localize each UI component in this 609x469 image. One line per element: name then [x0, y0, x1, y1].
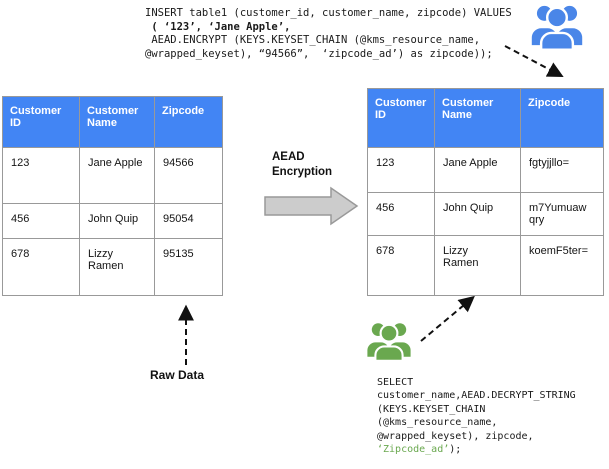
cell-zipcode: 95135: [154, 238, 223, 296]
col-header-customer-name: Customer Name: [79, 96, 155, 148]
insert-sql-line: AEAD.ENCRYPT (KEYS.KEYSET_CHAIN (@kms_re…: [145, 34, 481, 46]
aead-encryption-label: AEAD Encryption: [272, 151, 333, 178]
cell-zipcode-encrypted: fgtyjjllo=: [520, 147, 604, 193]
cell-customer-name: John Quip: [434, 192, 521, 236]
encrypted-data-table: Customer ID Customer Name Zipcode 123 Ja…: [367, 88, 604, 296]
cell-customer-name: Lizzy Ramen: [434, 235, 521, 296]
col-header-zipcode: Zipcode: [520, 88, 604, 148]
insert-flow-arrow: [504, 45, 564, 77]
select-sql-line: ‘Zipcode_ad’);: [377, 443, 576, 456]
cell-customer-name: Jane Apple: [79, 147, 155, 204]
raw-data-label: Raw Data: [150, 368, 205, 382]
select-sql-line: (@kms_resource_name,: [377, 417, 498, 429]
cell-customer-id: 678: [367, 235, 435, 296]
insert-sql-line: ( ‘123’, ‘Jane Apple’,: [145, 20, 291, 33]
col-header-customer-id: Customer ID: [367, 88, 435, 148]
cell-customer-id: 678: [2, 238, 80, 296]
table-row: 123 Jane Apple 94566: [2, 147, 223, 204]
table-row: 123 Jane Apple fgtyjjllo=: [367, 147, 604, 193]
cell-customer-name: John Quip: [79, 203, 155, 239]
table-header-row: Customer ID Customer Name Zipcode: [2, 96, 223, 148]
cell-zipcode-encrypted: m7Yumuaw qry: [520, 192, 604, 236]
select-sql-line: SELECT: [377, 377, 414, 388]
encryption-flow-arrow: [264, 186, 359, 226]
cell-customer-name: Lizzy Ramen: [79, 238, 155, 296]
col-header-customer-id: Customer ID: [2, 96, 80, 148]
select-sql-code: SELECT customer_name,AEAD.DECRYPT_STRING…: [377, 376, 576, 456]
cell-customer-id: 123: [2, 147, 80, 204]
select-flow-arrow: [420, 295, 475, 342]
table-row: 456 John Quip 95054: [2, 203, 223, 239]
table-row: 678 Lizzy Ramen koemF5ter=: [367, 235, 604, 296]
insert-sql-code: INSERT table1 (customer_id, customer_nam…: [145, 7, 512, 61]
cell-customer-name: Jane Apple: [434, 147, 521, 193]
raw-data-table: Customer ID Customer Name Zipcode 123 Ja…: [2, 96, 223, 296]
table-header-row: Customer ID Customer Name Zipcode: [367, 88, 604, 148]
cell-customer-id: 123: [367, 147, 435, 193]
table-row: 456 John Quip m7Yumuaw qry: [367, 192, 604, 236]
cell-customer-id: 456: [2, 203, 80, 239]
cell-zipcode: 95054: [154, 203, 223, 239]
select-sql-line: (KEYS.KEYSET_CHAIN: [377, 403, 486, 415]
select-sql-tail: );: [449, 444, 462, 456]
zipcode-ad-literal: ‘Zipcode_ad’: [377, 444, 450, 456]
insert-sql-line: @wrapped_keyset), “94566”, ‘zipcode_ad’)…: [145, 47, 493, 60]
insert-sql-line: INSERT table1 (customer_id, customer_nam…: [145, 7, 512, 19]
select-sql-line: @wrapped_keyset), zipcode,: [377, 430, 534, 442]
table-row: 678 Lizzy Ramen 95135: [2, 238, 223, 296]
select-sql-line: customer_name,AEAD.DECRYPT_STRING: [377, 390, 576, 402]
col-header-zipcode: Zipcode: [154, 96, 223, 148]
users-icon-green: [367, 323, 411, 362]
users-icon-blue: [531, 5, 583, 49]
cell-zipcode: 94566: [154, 147, 223, 204]
col-header-customer-name: Customer Name: [434, 88, 521, 148]
cell-customer-id: 456: [367, 192, 435, 236]
cell-zipcode-encrypted: koemF5ter=: [520, 235, 604, 296]
